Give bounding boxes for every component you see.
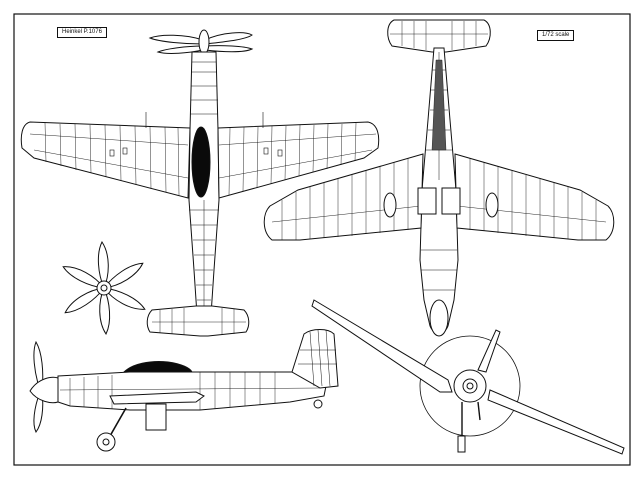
side-view-tailwheel	[313, 399, 323, 409]
front-view-right-wing	[487, 389, 625, 455]
bottom-view-radiator-left	[417, 187, 437, 215]
top-view-propeller	[148, 29, 254, 55]
side-view-main-gear-strut	[109, 407, 127, 437]
bottom-view-right-wing	[454, 153, 615, 241]
front-view-propeller-disc	[419, 335, 521, 437]
side-view-radiator	[145, 403, 167, 431]
bottom-view-spinner	[429, 299, 449, 337]
propeller-front-view	[62, 241, 146, 335]
side-view-wing	[109, 391, 205, 405]
front-view-wheel-left	[457, 435, 466, 453]
side-view-spinner	[29, 376, 59, 404]
front-view-gear-right	[477, 401, 481, 421]
bottom-view-left-wheel-well	[383, 192, 397, 218]
top-view-wing-ribs	[29, 122, 377, 196]
bottom-view-spine-detail	[431, 59, 447, 151]
side-view-fin-ribs	[298, 329, 337, 387]
top-view-right-wing	[217, 121, 380, 199]
top-view	[20, 29, 380, 337]
side-view-fin	[291, 329, 339, 389]
sheet-border	[13, 13, 631, 466]
bottom-view-tailplane	[387, 19, 491, 53]
side-view-canopy	[122, 361, 193, 373]
scale-label: 1/72 scale	[537, 30, 575, 41]
front-view-fin	[477, 329, 501, 373]
bottom-view	[263, 19, 615, 337]
front-view-left-wing	[311, 299, 453, 393]
bottom-view-tailplane-ribs	[390, 21, 488, 50]
bottom-view-right-wheel-well	[485, 192, 499, 218]
front-view	[311, 299, 625, 455]
top-view-canopy	[191, 126, 211, 198]
top-view-tailplane	[146, 305, 250, 337]
top-view-wing-details	[109, 112, 283, 157]
drawing-title-label: Heinkel P.1076	[57, 27, 107, 38]
side-view	[29, 329, 339, 452]
side-view-fuselage-panels	[59, 372, 321, 410]
top-view-tailplane-ribs	[152, 308, 246, 335]
bottom-view-wing-ribs	[271, 158, 607, 240]
bottom-view-radiator-right	[441, 187, 461, 215]
top-view-fuselage-panels	[189, 61, 219, 328]
